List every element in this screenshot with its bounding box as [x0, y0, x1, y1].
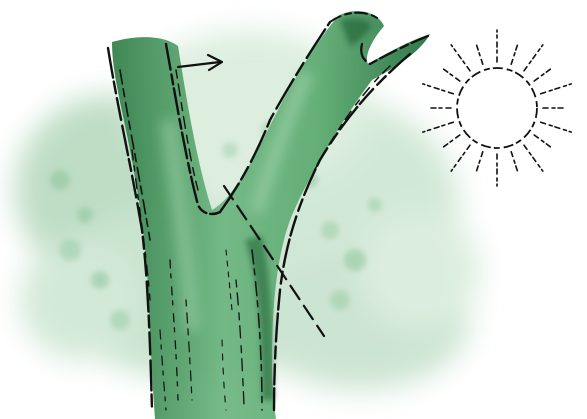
sun-ray: [442, 135, 460, 148]
sun-ray: [534, 135, 552, 148]
sun-ray: [442, 68, 460, 81]
sun-ray: [451, 145, 470, 171]
sun-ray: [541, 122, 572, 132]
sun-ray: [476, 43, 483, 64]
sun-ray: [511, 152, 518, 173]
sun-ray: [511, 43, 518, 64]
sun-ray: [423, 122, 454, 132]
sun-ray: [524, 145, 543, 171]
sun-ray: [451, 45, 470, 71]
sun-ray: [541, 84, 572, 94]
sun-ray: [524, 45, 543, 71]
sun-ray: [476, 152, 483, 173]
sun-ray: [534, 68, 552, 81]
sun-ray: [423, 84, 454, 94]
